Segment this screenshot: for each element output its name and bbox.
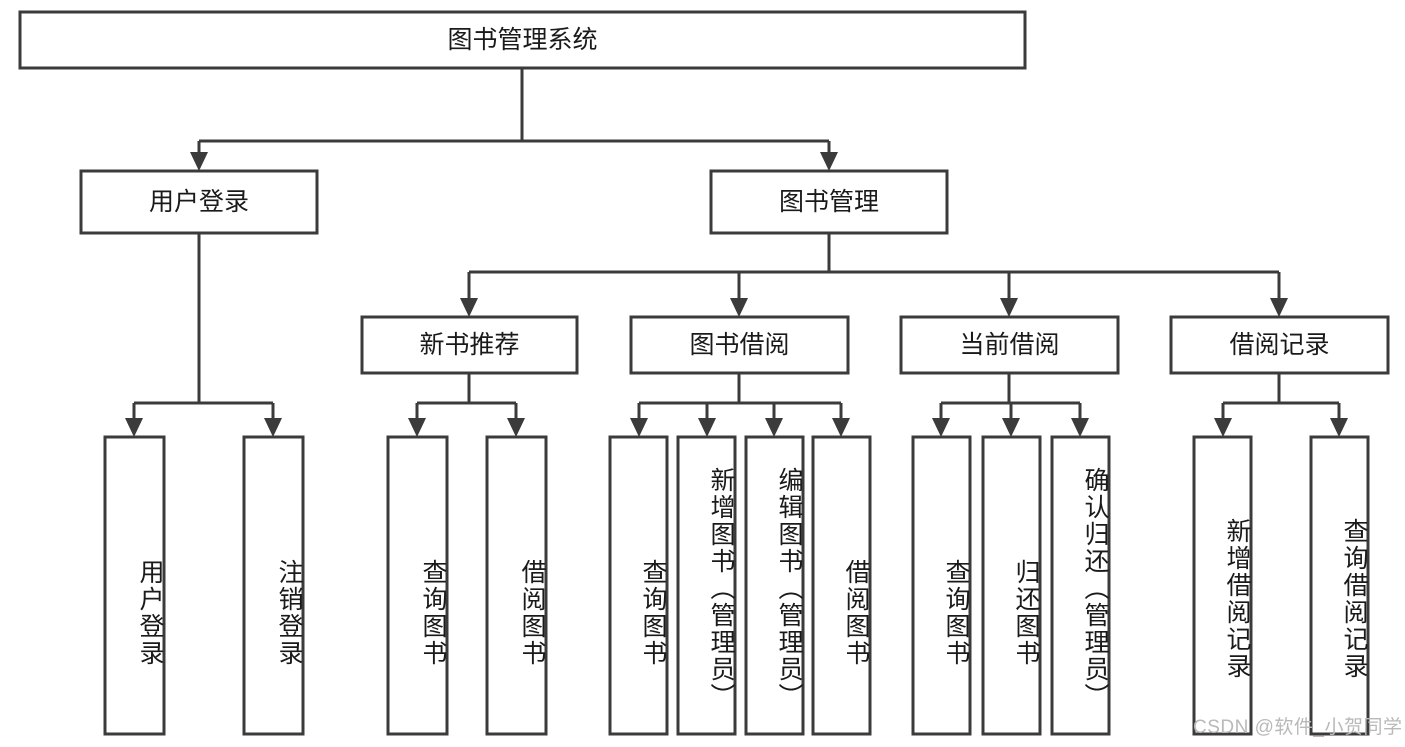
node-box-current-borrow[interactable]	[899, 315, 1120, 375]
arrow-head-leaf-return-book	[1002, 418, 1020, 437]
arrow-head-leaf-query-book-2	[630, 418, 648, 437]
node-box-leaf-query-book-2[interactable]	[608, 435, 669, 736]
node-box-leaf-logout-login[interactable]	[242, 435, 305, 736]
connector-user-login-to-leaves	[125, 233, 282, 437]
arrow-head-borrow-record	[1270, 298, 1288, 317]
arrow-head-book-borrow	[730, 298, 748, 317]
node-box-leaf-user-login[interactable]	[103, 435, 166, 736]
arrow-head-leaf-user-login	[125, 418, 143, 437]
node-box-leaf-return-book[interactable]	[981, 435, 1042, 736]
connector-current-borrow-to-leaves	[932, 373, 1089, 437]
node-box-borrow-record[interactable]	[1169, 315, 1390, 375]
connector-borrow-record-to-leaves	[1214, 373, 1348, 437]
node-box-root[interactable]	[18, 10, 1027, 70]
connector-book-manage-to-level3	[460, 233, 1288, 317]
node-box-leaf-query-book-3[interactable]	[911, 435, 972, 736]
node-box-leaf-borrow-book-1[interactable]	[485, 435, 548, 736]
arrow-head-current-borrow	[1000, 298, 1018, 317]
node-box-leaf-borrow-book-2[interactable]	[811, 435, 872, 736]
node-box-book-borrow[interactable]	[629, 315, 850, 375]
arrow-head-leaf-borrow-book-2	[832, 418, 850, 437]
node-box-leaf-confirm-return[interactable]	[1050, 435, 1111, 736]
node-box-book-manage[interactable]	[709, 169, 949, 235]
arrow-head-leaf-query-record	[1330, 418, 1348, 437]
arrow-head-user-login	[190, 152, 208, 171]
arrow-head-leaf-add-record	[1214, 418, 1232, 437]
node-box-leaf-add-book[interactable]	[676, 435, 737, 736]
arrow-head-leaf-confirm-return	[1071, 418, 1089, 437]
arrow-head-new-book-recommend	[460, 298, 478, 317]
connector-book-borrow-to-leaves	[630, 373, 850, 437]
csdn-watermark: CSDN @软件_小贺同学	[1193, 717, 1403, 738]
node-box-leaf-edit-book[interactable]	[744, 435, 805, 736]
arrow-head-leaf-borrow-book-1	[507, 418, 525, 437]
arrow-head-book-manage	[820, 152, 838, 171]
connector-new-book-recommend-to-leaves	[408, 373, 525, 437]
arrow-head-leaf-query-book-1	[408, 418, 426, 437]
arrow-head-leaf-edit-book	[765, 418, 783, 437]
arrow-head-leaf-add-book	[698, 418, 716, 437]
node-box-leaf-query-book-1[interactable]	[386, 435, 449, 736]
node-box-new-book-recommend[interactable]	[360, 315, 579, 375]
node-box-leaf-query-record[interactable]	[1309, 435, 1370, 736]
connector-root-to-level2	[190, 68, 838, 171]
arrow-head-leaf-query-book-3	[932, 418, 950, 437]
node-box-user-login[interactable]	[79, 169, 319, 235]
node-box-leaf-add-record[interactable]	[1192, 435, 1253, 736]
arrow-head-leaf-logout-login	[264, 418, 282, 437]
